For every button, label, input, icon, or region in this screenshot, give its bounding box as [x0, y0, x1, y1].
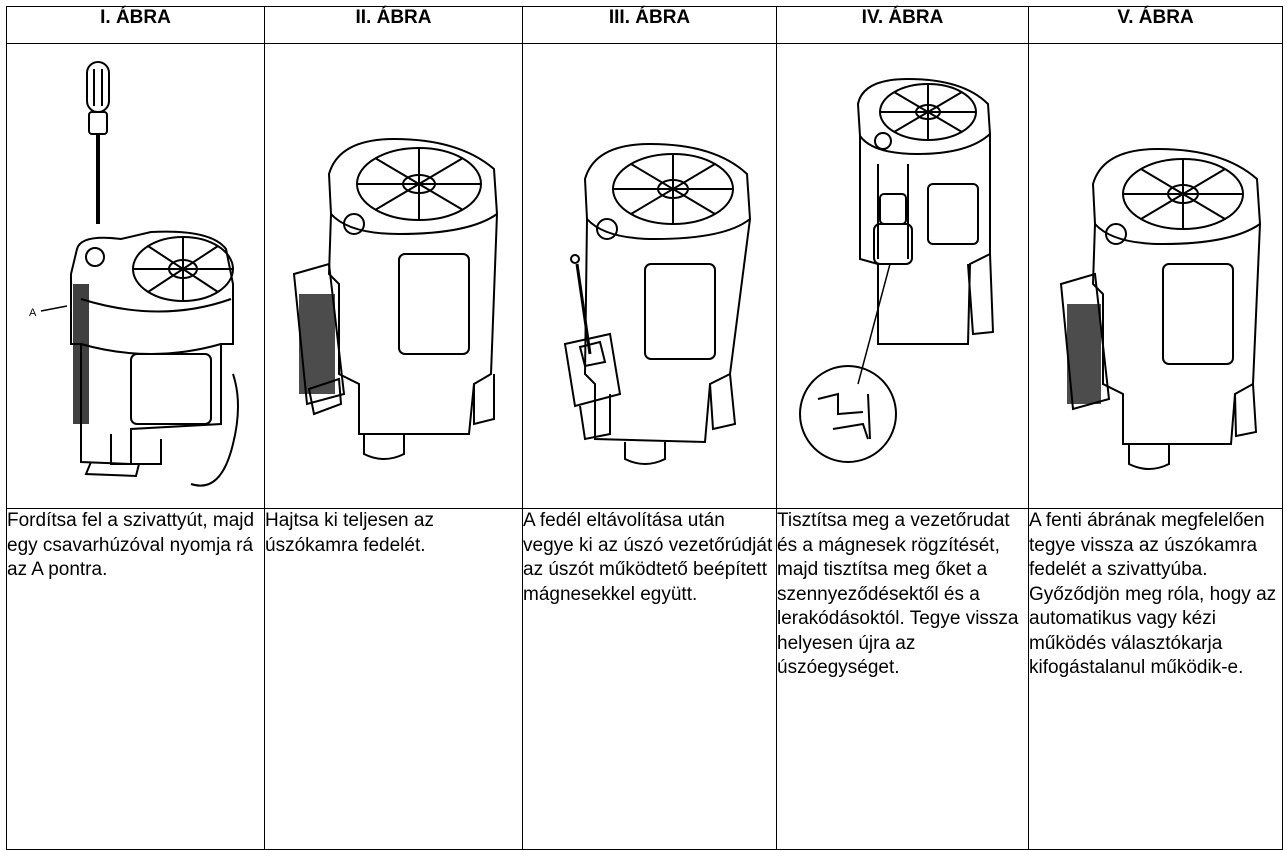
figure-cell-2	[264, 43, 523, 509]
text-row: Fordítsa fel a szivattyút, majd egy csav…	[6, 508, 1283, 850]
pump-cover-open-illustration	[292, 137, 498, 460]
illustration-row: A	[6, 43, 1283, 509]
figure-cell-4	[776, 43, 1029, 509]
figure-cell-1: A	[6, 43, 265, 509]
figure-heading-4: IV. ÁBRA	[776, 6, 1029, 44]
pump-cover-reattached-illustration	[1059, 147, 1261, 470]
instruction-table: I. ÁBRA II. ÁBRA III. ÁBRA IV. ÁBRA V. Á…	[6, 6, 1283, 850]
pump-guide-rod-detail-illustration	[798, 77, 994, 463]
step-text-1: Fordítsa fel a szivattyút, majd egy csav…	[6, 508, 265, 850]
figure-cell-5	[1028, 43, 1283, 509]
pump-float-removed-illustration	[563, 142, 751, 465]
point-a-label: A	[29, 307, 37, 319]
pump-with-screwdriver-illustration: A	[29, 61, 239, 487]
step-text-2: Hajtsa ki teljesen az úszókamra fedelét.	[264, 508, 523, 850]
figure-heading-1: I. ÁBRA	[6, 6, 265, 44]
step-text-3: A fedél eltávolítása után vegye ki az ús…	[522, 508, 777, 850]
step-text-5: A fenti ábrának megfelelően tegye vissza…	[1028, 508, 1283, 850]
figure-heading-2: II. ÁBRA	[264, 6, 523, 44]
heading-row: I. ÁBRA II. ÁBRA III. ÁBRA IV. ÁBRA V. Á…	[6, 6, 1283, 44]
figure-cell-3	[522, 43, 777, 509]
step-text-4: Tisztítsa meg a vezetőrudat és a mágnese…	[776, 508, 1029, 850]
figure-heading-5: V. ÁBRA	[1028, 6, 1283, 44]
figure-heading-3: III. ÁBRA	[522, 6, 777, 44]
